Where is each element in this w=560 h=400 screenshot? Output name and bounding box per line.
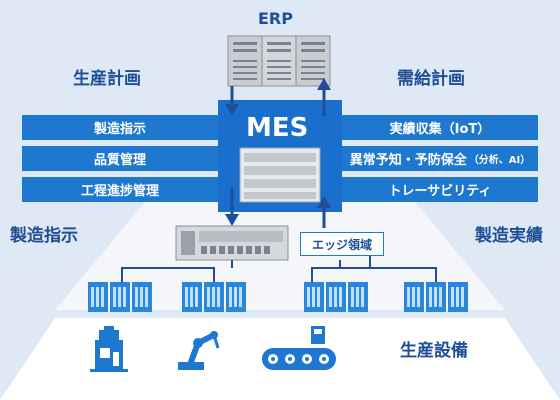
function-bar-traceability: トレーサビリティ: [342, 177, 538, 202]
plc-controller-icon: [175, 225, 289, 261]
robot-arm-icon: [178, 331, 220, 370]
cabinet-slot: [145, 287, 148, 307]
cabinet-slot: [307, 287, 310, 307]
cabinet-slot: [412, 287, 415, 307]
control-panel-group: [404, 282, 468, 312]
production-equipment-label: 生産設備: [400, 341, 468, 361]
mes-label: MES: [246, 113, 309, 143]
cabinet-slot: [312, 287, 315, 307]
cabinet-slot: [101, 287, 104, 307]
cabinet-slot: [434, 287, 437, 307]
cabinet-slot: [195, 287, 198, 307]
function-bar-anomaly-prediction: 異常予知・予防保全（分析、AI）: [342, 146, 538, 171]
cabinet-slot: [356, 287, 359, 307]
control-panel-group: [88, 282, 152, 312]
function-label: 工程進捗管理: [80, 184, 159, 199]
cabinet-slot: [407, 287, 410, 307]
cabinet-slot: [190, 287, 193, 307]
cabinet-slot: [185, 287, 188, 307]
cabinet-slot: [118, 287, 121, 307]
network-lines: [121, 255, 437, 282]
conveyor-icon: [262, 326, 336, 370]
erp-server-icon: [227, 35, 331, 87]
mes-control-arrows: [225, 188, 331, 228]
cabinet-slot: [351, 287, 354, 307]
cabinet-slot: [334, 287, 337, 307]
production-results-heading: 製造実績: [475, 226, 543, 246]
function-label: 品質管理: [93, 153, 146, 168]
manufacturing-instruction-heading: 製造指示: [10, 226, 78, 246]
cabinet-slot: [96, 287, 99, 307]
cabinet-slot: [113, 287, 116, 307]
cabinet-slot: [207, 287, 210, 307]
cabinet-slot: [339, 287, 342, 307]
cabinet-slot: [417, 287, 420, 307]
function-bar-results-collection: 実績収集（IoT）: [342, 115, 538, 140]
cabinet-slot: [234, 287, 237, 307]
cabinet-slot: [212, 287, 215, 307]
function-label: 異常予知・予防保全: [349, 153, 467, 168]
control-panel-icons: [88, 282, 468, 312]
cabinet-slot: [217, 287, 220, 307]
erp-mes-arrows: [225, 78, 331, 116]
edge-area-label: エッジ領域: [300, 232, 384, 256]
factory-machine-icon: [90, 326, 128, 372]
production-planning-heading: 生産計画: [73, 69, 141, 89]
function-label: 実績収集（IoT）: [389, 122, 491, 137]
control-panel-group: [304, 282, 368, 312]
cabinet-slot: [140, 287, 143, 307]
erp-label: ERP: [258, 9, 293, 28]
function-bar-quality-control: 品質管理: [22, 146, 218, 171]
control-panel-group: [182, 282, 246, 312]
demand-supply-planning-heading: 需給計画: [397, 69, 465, 89]
cabinet-slot: [123, 287, 126, 307]
function-label: 製造指示: [93, 122, 146, 137]
function-note: （分析、AI）: [468, 155, 531, 166]
cabinet-slot: [135, 287, 138, 307]
cabinet-slot: [439, 287, 442, 307]
cabinet-slot: [429, 287, 432, 307]
mes-server-icon: [239, 147, 321, 203]
cabinet-slot: [329, 287, 332, 307]
cabinet-slot: [317, 287, 320, 307]
cabinet-slot: [91, 287, 94, 307]
cabinet-slot: [229, 287, 232, 307]
cabinet-slot: [461, 287, 464, 307]
cabinet-slot: [451, 287, 454, 307]
cabinet-slot: [361, 287, 364, 307]
function-label: トレーサビリティ: [388, 184, 492, 199]
cabinet-slot: [456, 287, 459, 307]
function-bar-process-progress: 工程進捗管理: [22, 177, 218, 202]
function-bar-manufacturing-instruction: 製造指示: [22, 115, 218, 140]
cabinet-slot: [239, 287, 242, 307]
